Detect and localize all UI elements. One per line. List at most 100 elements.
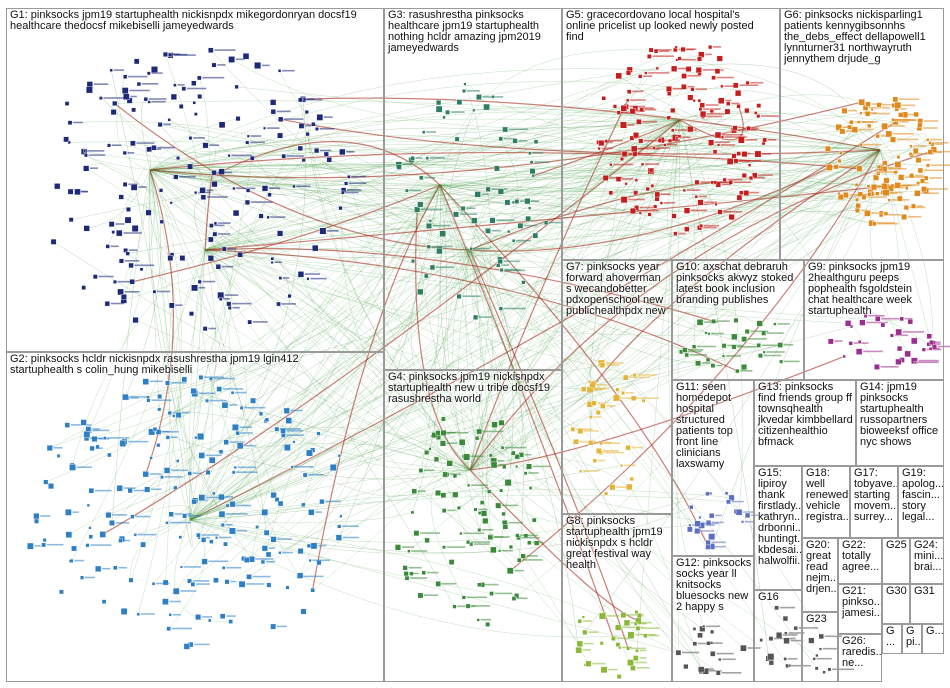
node-label-mark bbox=[123, 487, 136, 489]
graph-node bbox=[708, 45, 713, 50]
graph-node bbox=[428, 219, 432, 223]
graph-node bbox=[581, 386, 587, 392]
graph-node bbox=[285, 417, 293, 424]
node-label-mark bbox=[520, 534, 538, 537]
node-label-mark bbox=[880, 135, 891, 137]
graph-edge bbox=[669, 105, 703, 151]
node-label-mark bbox=[74, 190, 88, 193]
graph-node bbox=[118, 258, 124, 264]
node-label-mark bbox=[255, 558, 274, 560]
graph-node bbox=[620, 105, 627, 112]
node-label-mark bbox=[497, 460, 505, 462]
group-box-g24 bbox=[910, 538, 944, 584]
graph-node bbox=[872, 221, 877, 227]
graph-node bbox=[620, 121, 627, 129]
graph-node bbox=[498, 306, 503, 311]
graph-edge bbox=[469, 249, 489, 531]
graph-node bbox=[244, 199, 251, 205]
graph-node bbox=[155, 429, 162, 435]
graph-node bbox=[103, 436, 107, 440]
graph-node bbox=[106, 143, 111, 148]
graph-node bbox=[69, 558, 74, 563]
node-label-mark bbox=[230, 504, 252, 507]
graph-node bbox=[130, 183, 138, 191]
node-label-mark bbox=[107, 437, 130, 439]
graph-node bbox=[404, 575, 410, 581]
graph-node bbox=[692, 99, 696, 103]
graph-edge bbox=[151, 184, 441, 433]
graph-node bbox=[644, 71, 648, 75]
node-label-mark bbox=[861, 121, 878, 123]
graph-node bbox=[873, 174, 880, 181]
graph-node bbox=[915, 157, 922, 163]
graph-node bbox=[689, 505, 694, 510]
node-label-mark bbox=[879, 171, 899, 173]
graph-node bbox=[297, 145, 303, 152]
graph-edge bbox=[465, 249, 491, 538]
graph-node bbox=[341, 190, 345, 195]
node-label-mark bbox=[92, 428, 100, 430]
graph-node bbox=[735, 368, 740, 374]
graph-node bbox=[741, 336, 747, 342]
graph-edge bbox=[114, 103, 471, 251]
graph-node bbox=[864, 210, 871, 217]
graph-node bbox=[232, 186, 236, 191]
graph-node bbox=[173, 83, 177, 87]
graph-edge bbox=[469, 469, 634, 669]
node-label-mark bbox=[342, 536, 360, 539]
graph-edge bbox=[204, 249, 628, 624]
graph-edge bbox=[189, 519, 632, 638]
graph-node bbox=[130, 514, 135, 519]
node-label-mark bbox=[888, 168, 907, 170]
node-label-mark bbox=[164, 476, 183, 478]
graph-edge bbox=[149, 169, 183, 259]
graph-edge bbox=[149, 81, 693, 171]
graph-node bbox=[854, 183, 859, 187]
node-label-mark bbox=[722, 658, 736, 661]
graph-node bbox=[515, 533, 520, 538]
group-label-g21: G21: pinkso... jamesi... bbox=[842, 585, 881, 619]
graph-edge bbox=[165, 249, 471, 602]
graph-edge bbox=[398, 119, 681, 166]
graph-node bbox=[116, 229, 123, 237]
graph-node bbox=[767, 653, 775, 661]
graph-edge bbox=[149, 169, 195, 502]
graph-node bbox=[67, 140, 71, 145]
node-label-mark bbox=[221, 265, 234, 268]
node-label-mark bbox=[205, 496, 226, 499]
graph-node bbox=[229, 527, 236, 535]
graph-edge bbox=[584, 119, 681, 389]
graph-node bbox=[529, 160, 534, 165]
graph-node bbox=[517, 222, 524, 229]
node-label-mark bbox=[351, 175, 366, 178]
graph-node bbox=[659, 201, 664, 205]
graph-node bbox=[903, 205, 909, 211]
node-label-mark bbox=[463, 532, 485, 535]
graph-node bbox=[463, 82, 467, 86]
node-label-mark bbox=[711, 545, 726, 548]
graph-node bbox=[512, 138, 518, 144]
graph-edge bbox=[432, 249, 472, 545]
group-label-g22: G22: totally agree... bbox=[842, 539, 880, 573]
graph-node bbox=[394, 544, 402, 551]
node-label-mark bbox=[898, 98, 920, 100]
node-label-mark bbox=[896, 138, 919, 141]
node-label-mark bbox=[720, 144, 736, 146]
graph-node bbox=[670, 107, 676, 113]
graph-edge bbox=[202, 108, 681, 191]
node-label-mark bbox=[204, 376, 225, 378]
node-label-mark bbox=[594, 441, 612, 444]
node-label-mark bbox=[678, 67, 688, 70]
node-label-mark bbox=[209, 144, 220, 146]
graph-node bbox=[56, 454, 61, 458]
node-label-mark bbox=[411, 550, 428, 552]
node-label-mark bbox=[832, 668, 854, 671]
graph-node bbox=[160, 475, 164, 479]
graph-node bbox=[466, 540, 471, 545]
graph-node bbox=[740, 644, 747, 652]
node-label-mark bbox=[934, 341, 941, 344]
node-label-mark bbox=[705, 524, 715, 526]
node-label-mark bbox=[642, 120, 658, 123]
graph-node bbox=[681, 73, 687, 79]
